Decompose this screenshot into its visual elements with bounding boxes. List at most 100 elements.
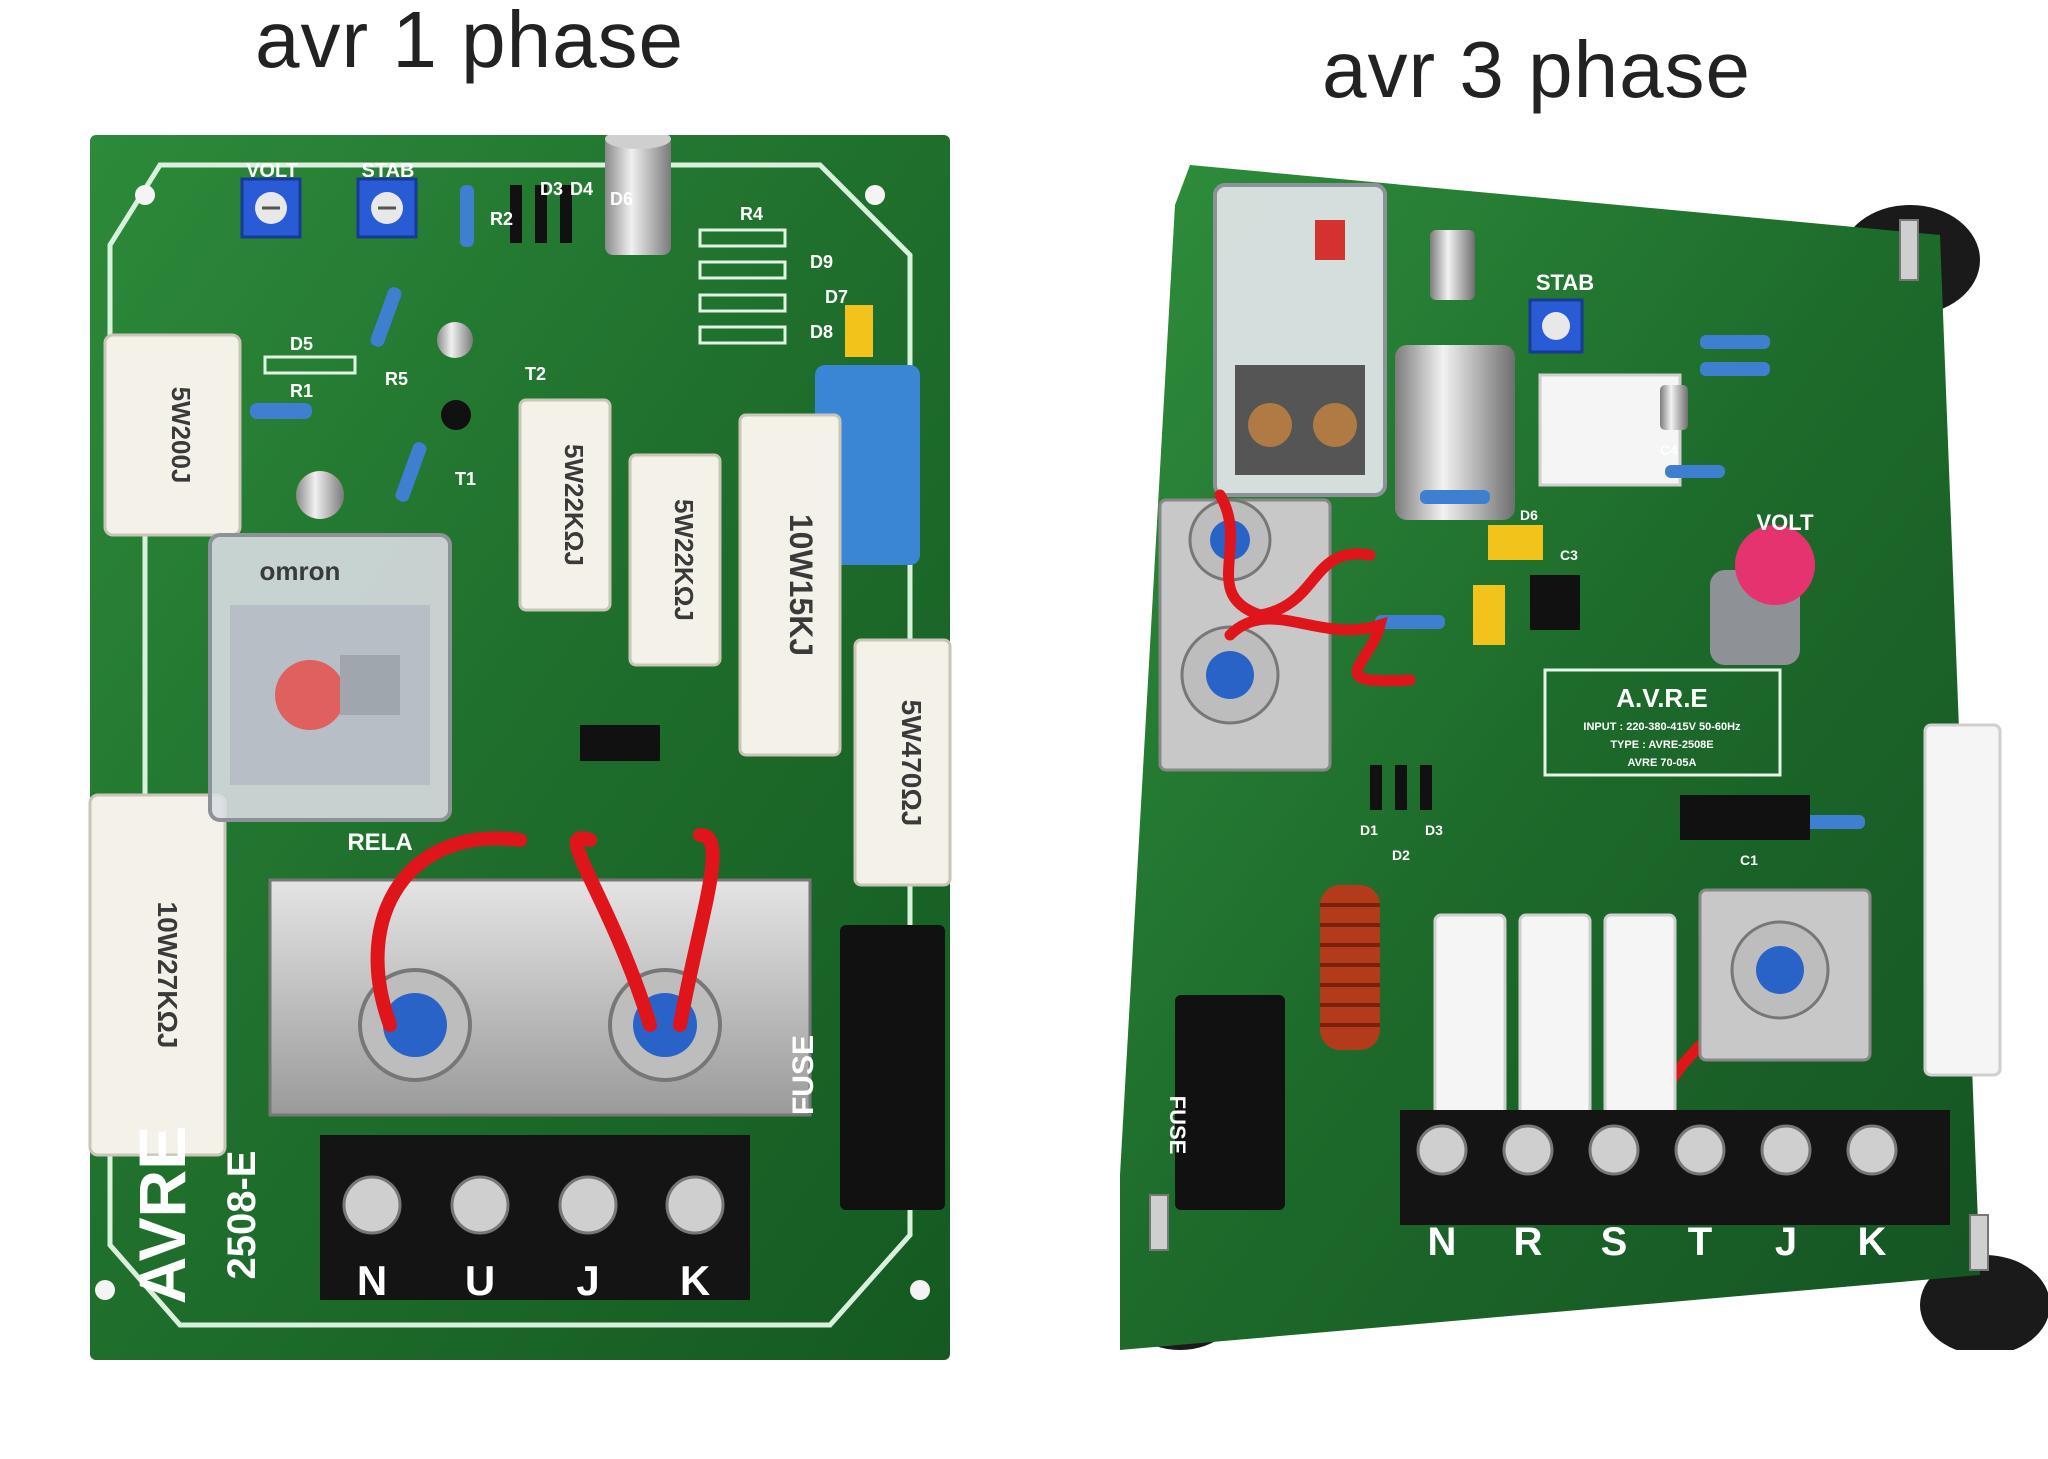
- panel-type: TYPE : AVRE-2508E: [1610, 739, 1713, 751]
- capacitor: [605, 135, 671, 255]
- power-resistor-10w27kj: 10W27KΩJ: [88, 793, 227, 1157]
- avr-1-phase-board-photo: VOLT STAB R4 D9 D7 D8 D5 R1 R2 R5 D3 D4 …: [88, 135, 952, 1360]
- mount-hole: [95, 1280, 115, 1300]
- terminal-j: J: [576, 1257, 599, 1304]
- standoff-screws: [1149, 219, 1989, 1271]
- ref-d6: D6: [1520, 507, 1538, 523]
- terminal-j: J: [1775, 1220, 1797, 1264]
- ref-t1: T1: [455, 469, 476, 489]
- power-resistor-5w470j: 5W470ΩJ: [853, 638, 952, 887]
- power-resistor-5w200j: 5W200J: [103, 333, 242, 537]
- mount-hole: [865, 185, 885, 205]
- diode-long: [1680, 795, 1810, 840]
- terminal-k: K: [680, 1257, 710, 1304]
- diode-silkscreen: [263, 228, 787, 375]
- ref-r1: R1: [290, 381, 313, 401]
- fuse-holder: [1175, 995, 1285, 1210]
- yellow-capacitor: [1488, 525, 1543, 560]
- brand-avre: AVRE: [125, 1126, 199, 1304]
- heatsink: [268, 878, 812, 1117]
- signal-resistors: [250, 185, 474, 502]
- component-refs: R4 D9 D7 D8 D5 R1 R2 R5 D3 D4 D6 T1 T2: [290, 179, 848, 489]
- terminal-t: T: [1688, 1220, 1712, 1264]
- diodes: [510, 185, 572, 243]
- capacitor: [1430, 230, 1475, 300]
- power-resistor-5w22k-a: 5W22KΩJ: [518, 398, 612, 612]
- svg-text:5W200J: 5W200J: [166, 387, 196, 484]
- ref-d6: D6: [610, 189, 633, 209]
- white-component: [1538, 373, 1682, 487]
- stab-label: STAB: [1536, 270, 1594, 295]
- info-panel: A.V.R.E INPUT : 220-380-415V 50-60Hz TYP…: [1543, 668, 1782, 777]
- svg-text:5W470ΩJ: 5W470ΩJ: [896, 700, 927, 827]
- terminal-block-6: [1400, 1110, 1950, 1225]
- ref-d3: D3: [1425, 822, 1443, 838]
- ref-c4: C4: [1660, 442, 1678, 458]
- ref-d1: D1: [1360, 822, 1378, 838]
- mount-hole: [910, 1280, 930, 1300]
- fuse-holder: [840, 925, 945, 1210]
- svg-text:10W15KJ: 10W15KJ: [783, 514, 819, 656]
- fuse-label: FUSE: [787, 1035, 820, 1115]
- yellow-capacitor: [1473, 585, 1505, 645]
- scr-stud-right: [1698, 888, 1872, 1062]
- capacitor: [1395, 345, 1515, 520]
- ref-d7: D7: [825, 287, 848, 307]
- ref-d3: D3: [540, 179, 563, 199]
- terminal-u: U: [465, 1257, 495, 1304]
- terminal-s: S: [1601, 1220, 1628, 1264]
- power-resistor-5w22k-b: 5W22KΩJ: [628, 453, 722, 667]
- ref-d8: D8: [810, 322, 833, 342]
- omron-relay: omron: [208, 533, 452, 822]
- diode-black: [580, 725, 660, 761]
- capacitor-small: [1660, 385, 1688, 430]
- svg-text:omron: omron: [260, 556, 341, 586]
- ref-d4: D4: [570, 179, 593, 199]
- caption-avr-3-phase: avr 3 phase: [1322, 25, 1752, 114]
- model-2508e: 2508-E: [220, 1151, 264, 1280]
- fuse-label: FUSE: [1165, 1096, 1190, 1155]
- svg-text:5W22KΩJ: 5W22KΩJ: [559, 444, 589, 566]
- component-refs: C4 C3 D6 D1 D2 D3 C1: [1360, 442, 1758, 868]
- volt-label: VOLT: [246, 160, 298, 182]
- red-wires: [370, 828, 720, 1032]
- scr-studs: [1158, 498, 1332, 772]
- trimmer-stab: [356, 177, 418, 239]
- transistor-can: [437, 322, 473, 358]
- volt-knob: [1710, 525, 1815, 665]
- trimmer-volt: [240, 177, 302, 239]
- terminal-n: N: [1428, 1220, 1457, 1264]
- terminal-r: R: [1514, 1220, 1543, 1264]
- ref-r2: R2: [490, 209, 513, 229]
- diodes: [1370, 765, 1432, 810]
- yellow-capacitor: [845, 305, 873, 357]
- volt-label: VOLT: [1756, 510, 1814, 535]
- transistor-can: [296, 471, 344, 519]
- caption-avr-1-phase: avr 1 phase: [255, 0, 685, 84]
- ref-d5: D5: [290, 334, 313, 354]
- ref-c1: C1: [1740, 852, 1758, 868]
- ref-d9: D9: [810, 252, 833, 272]
- ref-t2: T2: [525, 364, 546, 384]
- panel-model: AVRE 70-05A: [1628, 757, 1697, 769]
- avr-3-phase-board-photo: STAB VOLT C4 C3 D6 D1 D2 D3 C1 A.V.R.E I…: [1120, 165, 2048, 1350]
- terminal-n: N: [357, 1257, 387, 1304]
- panel-input: INPUT : 220-380-415V 50-60Hz: [1583, 721, 1741, 733]
- trimmer-stab: [1528, 298, 1584, 354]
- ref-r4: R4: [740, 204, 763, 224]
- signal-resistors: [1375, 335, 1865, 829]
- power-resistors: [1433, 723, 2002, 1117]
- relay: [1213, 183, 1387, 497]
- relay-label: RELA: [347, 829, 412, 856]
- panel-title: A.V.R.E: [1616, 683, 1708, 713]
- ref-r5: R5: [385, 369, 408, 389]
- transistor: [441, 400, 471, 430]
- stab-label: STAB: [362, 160, 415, 182]
- inductor-coil: [1320, 885, 1380, 1050]
- terminal-block-4: [320, 1135, 750, 1300]
- terminal-k: K: [1858, 1220, 1887, 1264]
- mount-hole: [135, 185, 155, 205]
- svg-text:5W22KΩJ: 5W22KΩJ: [669, 499, 699, 621]
- ic-chip: [1530, 575, 1580, 630]
- power-resistor-10w15kj: 10W15KJ: [738, 413, 842, 757]
